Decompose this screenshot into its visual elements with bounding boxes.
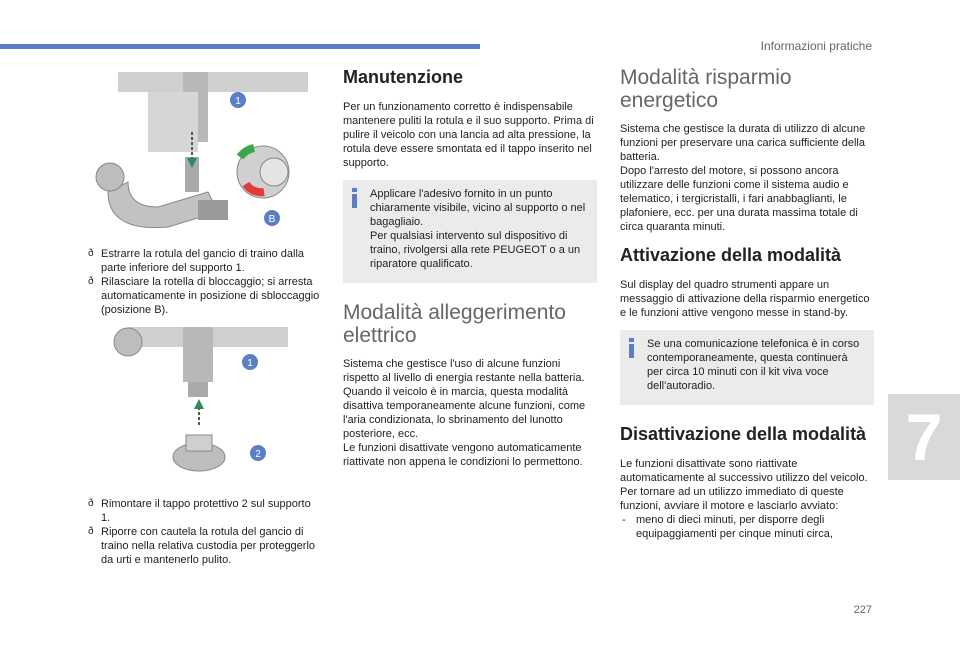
paragraph: Dopo l'arresto del motore, si possono an… xyxy=(620,165,858,233)
paragraph: Sul display del quadro strumenti appare … xyxy=(620,279,870,319)
paragraph: Le funzioni disattivate sono riattivate … xyxy=(620,458,868,484)
paragraph: Per tornare ad un utilizzo immediato di … xyxy=(620,486,844,512)
callout-1-label: 1 xyxy=(235,96,241,107)
electric-load-shedding-heading: Modalità alleggerimento elettrico xyxy=(343,301,566,347)
protective-cap-illustration: 1 2 xyxy=(88,327,320,487)
towbar-removal-illustration: 1 B xyxy=(88,72,320,237)
page-number: 227 xyxy=(853,604,872,616)
removal-steps: Estrarre la rotula del gancio di traino … xyxy=(88,247,320,317)
header-accent-bar xyxy=(0,44,480,49)
chapter-tab: 7 xyxy=(888,394,960,480)
refit-steps: Rimontare il tappo protettivo 2 sul supp… xyxy=(88,497,320,567)
list-item: meno di dieci minuti, per disporre degli… xyxy=(620,513,874,541)
list-item: Estrarre la rotula del gancio di traino … xyxy=(88,247,320,275)
paragraph: Quando il veicolo è in marcia, questa mo… xyxy=(343,386,586,440)
callout-2-label: 2 xyxy=(255,449,261,460)
deactivation-heading: Disattivazione della modalità xyxy=(620,424,867,444)
callout-b-label: B xyxy=(269,214,276,225)
column-middle: Manutenzione Per un funzionamento corret… xyxy=(343,66,597,469)
list-item: Riporre con cautela la rotula del gancio… xyxy=(88,525,320,567)
list-item: Rilasciare la rotella di bloccaggio; si … xyxy=(88,275,320,317)
column-left: 1 B Estrarre la rotula del gancio di tra… xyxy=(88,72,320,567)
activation-heading: Attivazione della modalità xyxy=(620,245,842,265)
info-box: Se una comunicazione telefonica è in cor… xyxy=(620,330,874,405)
info-text: Applicare l'adesivo fornito in un punto … xyxy=(370,188,586,228)
paragraph: Le funzioni disattivate vengono automati… xyxy=(343,442,583,468)
callout-1-label: 1 xyxy=(247,358,253,369)
energy-saving-heading: Modalità risparmio energetico xyxy=(620,66,792,112)
deactivation-list: meno di dieci minuti, per disporre degli… xyxy=(620,513,874,541)
info-text: Per qualsiasi intervento sul dispositivo… xyxy=(370,230,581,270)
paragraph: Sistema che gestisce l'uso di alcune fun… xyxy=(343,358,585,384)
maintenance-heading: Manutenzione xyxy=(343,67,463,87)
paragraph: Sistema che gestisce la durata di utiliz… xyxy=(620,123,866,163)
info-icon xyxy=(351,188,358,208)
info-box: Applicare l'adesivo fornito in un punto … xyxy=(343,180,597,283)
list-item: Rimontare il tappo protettivo 2 sul supp… xyxy=(88,497,320,525)
section-title: Informazioni pratiche xyxy=(760,39,872,53)
maintenance-text: Per un funzionamento corretto è indispen… xyxy=(343,101,594,169)
info-text: Se una comunicazione telefonica è in cor… xyxy=(647,338,860,392)
column-right: Modalità risparmio energetico Sistema ch… xyxy=(620,66,874,541)
info-icon xyxy=(628,338,635,358)
